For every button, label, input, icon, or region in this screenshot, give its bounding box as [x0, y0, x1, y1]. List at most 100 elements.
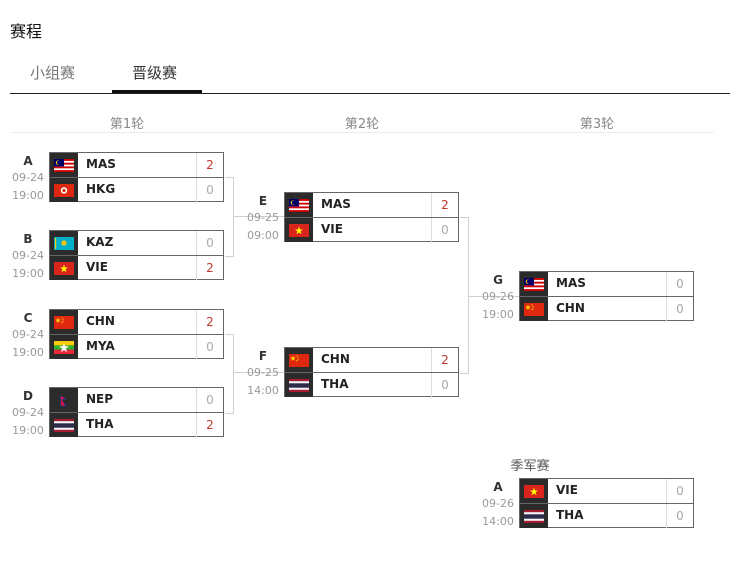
team-score: 0 [666, 479, 693, 503]
flag-cell [520, 479, 548, 503]
hongkong-flag-icon [54, 184, 74, 197]
bracket-connector-cd [225, 334, 234, 414]
flag-cell [50, 153, 78, 177]
bracket-connector-cd-f [233, 372, 284, 373]
vietnam-flag-icon [54, 262, 74, 275]
flag-cell [285, 193, 313, 217]
match-id: A [493, 480, 503, 494]
match-id: C [23, 311, 33, 325]
bracket-connector-ab-e [233, 216, 284, 217]
team-score: 2 [431, 348, 458, 372]
team-score: 2 [196, 256, 223, 280]
round-1-header: 第1轮 [109, 117, 145, 132]
team-row[interactable]: THA 0 [520, 503, 693, 528]
team-row[interactable]: MYA 0 [50, 334, 223, 359]
team-row[interactable]: MAS 2 [285, 193, 458, 217]
team-code: THA [86, 417, 114, 431]
thailand-flag-icon [54, 419, 74, 432]
team-row[interactable]: CHN 0 [520, 296, 693, 321]
team-score: 0 [666, 272, 693, 296]
vietnam-flag-icon [289, 224, 309, 237]
match-date: 09-25 [247, 211, 279, 224]
team-row[interactable]: MAS 2 [50, 153, 223, 177]
match-d-card[interactable]: NEP 0 THA 2 [49, 387, 224, 437]
team-row[interactable]: HKG 0 [50, 177, 223, 202]
page-title: 赛程 [10, 22, 43, 41]
match-e-info: E 09-25 09:00 [243, 193, 283, 245]
thailand-flag-icon [289, 379, 309, 392]
team-row[interactable]: THA 2 [50, 412, 223, 437]
team-code: CHN [321, 352, 350, 366]
team-row[interactable]: THA 0 [285, 372, 458, 397]
malaysia-flag-icon [524, 278, 544, 291]
team-code: HKG [86, 182, 116, 196]
match-c-info: C 09-24 19:00 [8, 310, 48, 362]
match-time: 14:00 [482, 515, 514, 528]
flag-cell [50, 231, 78, 255]
active-tab-indicator [112, 90, 202, 93]
team-row[interactable]: MAS 0 [520, 272, 693, 296]
match-date: 09-24 [12, 249, 44, 262]
match-id: F [258, 349, 268, 363]
tab-knockout[interactable]: 晋级赛 [132, 64, 178, 82]
match-date: 09-24 [12, 171, 44, 184]
malaysia-flag-icon [54, 159, 74, 172]
team-code: MAS [86, 157, 116, 171]
match-time: 19:00 [482, 308, 514, 321]
flag-cell [50, 335, 78, 359]
match-f-info: F 09-25 14:00 [243, 348, 283, 400]
team-row[interactable]: KAZ 0 [50, 231, 223, 255]
team-row[interactable]: VIE 0 [520, 479, 693, 503]
team-code: THA [321, 377, 349, 391]
match-b-card[interactable]: KAZ 0 VIE 2 [49, 230, 224, 280]
match-id: E [258, 194, 268, 208]
team-row[interactable]: CHN 2 [285, 348, 458, 372]
nepal-flag-icon [54, 394, 74, 407]
china-flag-icon [54, 316, 74, 329]
match-date: 09-26 [482, 290, 514, 303]
team-row[interactable]: VIE 0 [285, 217, 458, 242]
match-b-info: B 09-24 19:00 [8, 231, 48, 283]
team-code: THA [556, 508, 584, 522]
flag-cell [285, 373, 313, 397]
team-score: 2 [196, 310, 223, 334]
flag-cell [50, 256, 78, 280]
match-f-card[interactable]: CHN 2 THA 0 [284, 347, 459, 397]
third-place-card[interactable]: VIE 0 THA 0 [519, 478, 694, 528]
match-g-card[interactable]: MAS 0 CHN 0 [519, 271, 694, 321]
team-score: 0 [666, 504, 693, 528]
kazakhstan-flag-icon [54, 237, 74, 250]
vietnam-flag-icon [524, 485, 544, 498]
match-e-card[interactable]: MAS 2 VIE 0 [284, 192, 459, 242]
team-score: 2 [431, 193, 458, 217]
team-row[interactable]: CHN 2 [50, 310, 223, 334]
match-c-card[interactable]: CHN 2 MYA 0 [49, 309, 224, 359]
team-code: KAZ [86, 235, 114, 249]
team-code: VIE [321, 222, 343, 236]
match-d-info: D 09-24 19:00 [8, 388, 48, 440]
team-row[interactable]: NEP 0 [50, 388, 223, 412]
myanmar-flag-icon [54, 341, 74, 354]
flag-cell [285, 218, 313, 242]
match-time: 19:00 [12, 424, 44, 437]
tab-group-stage[interactable]: 小组赛 [30, 64, 76, 82]
team-score: 0 [196, 335, 223, 359]
match-time: 19:00 [12, 189, 44, 202]
team-code: VIE [86, 260, 108, 274]
flag-cell [50, 178, 78, 202]
match-id: G [493, 273, 503, 287]
team-code: CHN [86, 314, 115, 328]
round-2-header: 第2轮 [344, 117, 380, 132]
malaysia-flag-icon [289, 199, 309, 212]
thailand-flag-icon [524, 510, 544, 523]
team-score: 0 [431, 373, 458, 397]
china-flag-icon [524, 303, 544, 316]
match-date: 09-26 [482, 497, 514, 510]
team-row[interactable]: VIE 2 [50, 255, 223, 280]
match-id: B [23, 232, 33, 246]
match-a-card[interactable]: MAS 2 HKG 0 [49, 152, 224, 202]
bracket-connector-ef-g [468, 296, 519, 297]
round-3-header: 第3轮 [579, 117, 615, 132]
match-date: 09-24 [12, 406, 44, 419]
team-code: NEP [86, 392, 114, 406]
